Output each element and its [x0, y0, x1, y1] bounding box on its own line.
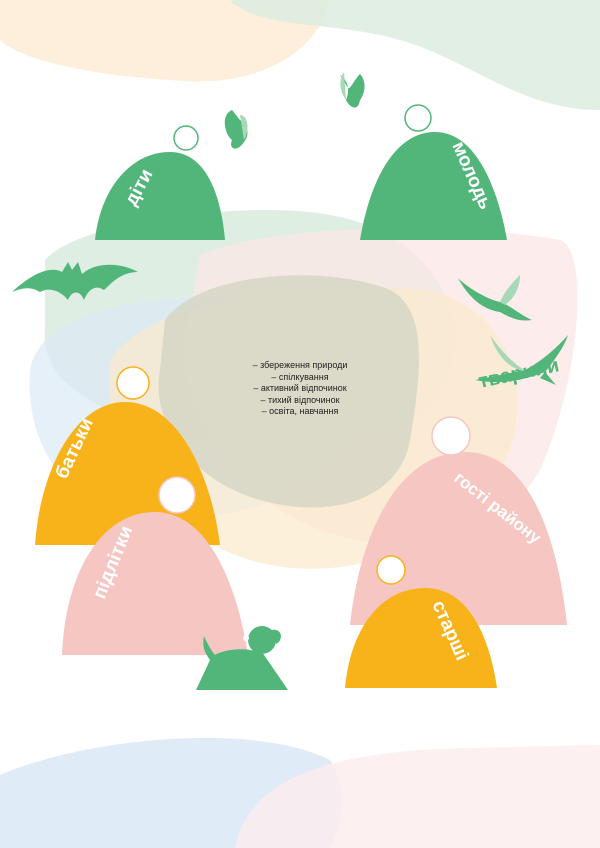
bird-icon-2: [475, 335, 568, 385]
circle-parents: [116, 366, 150, 400]
circle-guests: [431, 416, 471, 456]
circle-teens: [158, 476, 196, 514]
bg-blob-orange-top: [0, 0, 330, 82]
bird-icon: [458, 275, 532, 321]
circle-kids: [173, 125, 199, 151]
mound-guests: [350, 452, 567, 625]
bg-blob-pink-bottom: [235, 745, 600, 848]
activity-item: – спілкування: [271, 371, 329, 382]
mound-seniors: [345, 588, 497, 688]
butterfly-icon-2: [340, 72, 365, 108]
activities-list: – збереження природи – спілкування – акт…: [215, 360, 385, 418]
activity-item: – освіта, навчання: [261, 406, 339, 416]
circle-seniors: [376, 555, 406, 585]
blob-center: [158, 275, 419, 508]
activity-item: – активний відпочинок: [253, 383, 347, 393]
mound-kids: [95, 152, 225, 240]
activity-item: – тихий відпочинок: [260, 394, 340, 405]
mound-teens: [62, 512, 248, 655]
activity-item: – збереження природи: [252, 360, 348, 370]
bg-blob-green-top: [230, 0, 600, 110]
mound-youth: [360, 132, 507, 240]
circle-youth: [404, 104, 432, 132]
dog-icon: [196, 626, 288, 690]
butterfly-icon: [224, 110, 248, 149]
bat-icon: [12, 262, 138, 300]
